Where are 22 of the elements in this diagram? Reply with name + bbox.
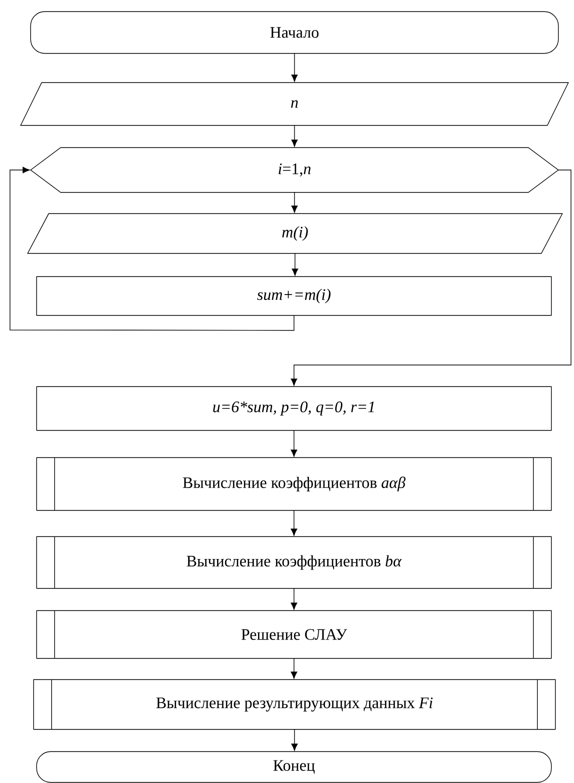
terminal-box: Начало: [30, 11, 559, 54]
arrow: [10, 166, 294, 331]
arrow: [290, 658, 298, 679]
subroutine-box: Вычисление коэффициентов aαβ: [36, 457, 552, 511]
arrow: [291, 729, 298, 751]
process-box: sum+=m(i): [36, 276, 552, 316]
arrow: [291, 192, 298, 213]
loop-hexagon: i=1,n: [30, 147, 559, 193]
arrow: [290, 170, 572, 386]
terminal-box: Конец: [36, 751, 552, 783]
input-parallelogram: n: [20, 82, 569, 126]
arrow: [291, 125, 298, 147]
subroutine-box: Решение СЛАУ: [36, 610, 552, 659]
arrow: [290, 510, 298, 536]
arrow: [292, 253, 298, 276]
arrow: [290, 588, 298, 610]
subroutine-box: Вычисление результирующих данных Fi: [33, 679, 556, 730]
arrow: [290, 430, 298, 457]
arrow: [291, 53, 298, 82]
input-parallelogram: m(i): [27, 213, 563, 254]
process-box: u=6*sum, p=0, q=0, r=1: [36, 386, 552, 431]
subroutine-box: Вычисление коэффициентов bα: [36, 536, 552, 589]
